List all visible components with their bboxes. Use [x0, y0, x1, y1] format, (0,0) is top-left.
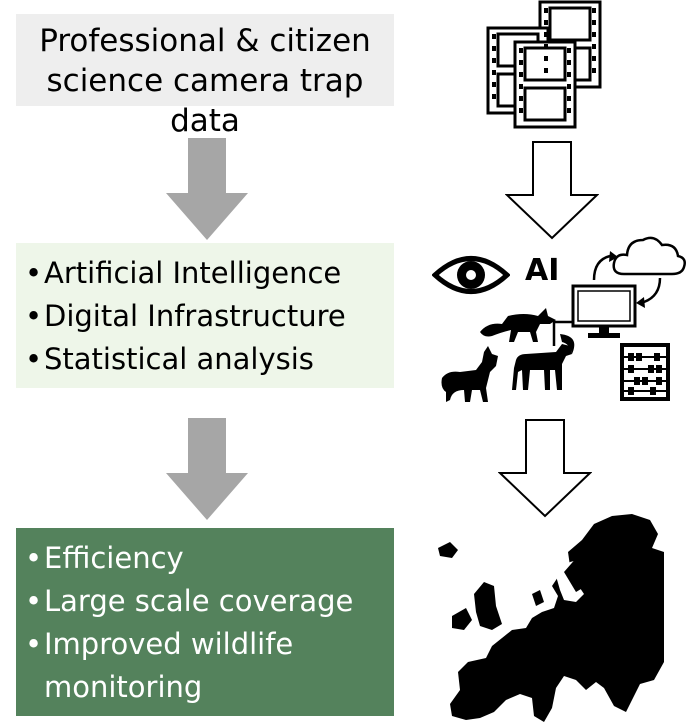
down-arrow-1 [166, 138, 248, 240]
europe-map-icon [438, 514, 664, 722]
outcomes-box: Efficiency Large scale coverage Improved… [16, 528, 394, 716]
source-line-1: Professional & citizen [39, 23, 371, 59]
source-data-box: Professional & citizen science camera tr… [16, 14, 394, 139]
connector-line [552, 320, 572, 346]
ibex-icon [512, 334, 575, 390]
outcome-item: Large scale coverage [16, 580, 394, 623]
source-line-2: science camera trap data [46, 63, 364, 139]
method-item: Digital Infrastructure [16, 295, 394, 338]
abacus-icon [620, 343, 670, 401]
film-strip-icon [486, 0, 602, 129]
wolf-icon [441, 346, 498, 402]
down-arrow-2 [166, 418, 248, 520]
outline-down-arrow-2 [498, 419, 592, 518]
eye-icon [432, 256, 510, 294]
methods-box: Artificial Intelligence Digital Infrastr… [16, 243, 394, 388]
cloud-icon [612, 236, 686, 276]
outcome-item: Improved wildlife monitoring [16, 623, 394, 709]
fox-icon [480, 308, 556, 342]
cycle-arrows-icon [592, 251, 662, 308]
computer-icon [571, 284, 637, 338]
ai-label: AI [525, 253, 560, 288]
method-item: Artificial Intelligence [16, 252, 394, 295]
outcome-item: Efficiency [16, 537, 394, 580]
outline-down-arrow-1 [505, 141, 599, 240]
method-item: Statistical analysis [16, 338, 394, 381]
